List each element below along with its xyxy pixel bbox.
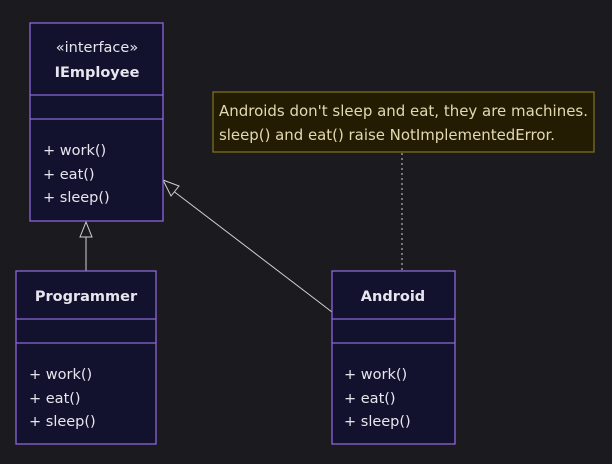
class-name: Programmer	[35, 289, 138, 305]
note-line-1: Androids don't sleep and eat, they are m…	[219, 102, 588, 120]
realization-android-to-iemployee	[161, 179, 333, 313]
class-stereotype: «interface»	[56, 40, 138, 56]
method-work: + work()	[29, 367, 92, 383]
inheritance-arrowhead	[161, 179, 180, 197]
class-iemployee[interactable]: «interface» IEmployee + work() + eat() +…	[29, 22, 164, 222]
method-work: + work()	[43, 143, 106, 159]
method-sleep: + sleep()	[29, 414, 96, 430]
method-eat: + eat()	[344, 391, 396, 407]
note-line-2: sleep() and eat() raise NotImplementedEr…	[219, 126, 555, 144]
realization-programmer-to-iemployee	[79, 220, 93, 271]
method-sleep: + sleep()	[344, 414, 411, 430]
class-programmer[interactable]: Programmer + work() + eat() + sleep()	[15, 270, 157, 445]
class-name: Android	[361, 289, 425, 305]
method-sleep: + sleep()	[43, 190, 110, 206]
method-eat: + eat()	[43, 167, 95, 183]
method-eat: + eat()	[29, 391, 81, 407]
inheritance-arrowhead	[79, 220, 93, 238]
class-android[interactable]: Android + work() + eat() + sleep()	[331, 270, 456, 445]
method-work: + work()	[344, 367, 407, 383]
class-name: IEmployee	[55, 65, 140, 81]
note[interactable]: Androids don't sleep and eat, they are m…	[212, 91, 595, 153]
